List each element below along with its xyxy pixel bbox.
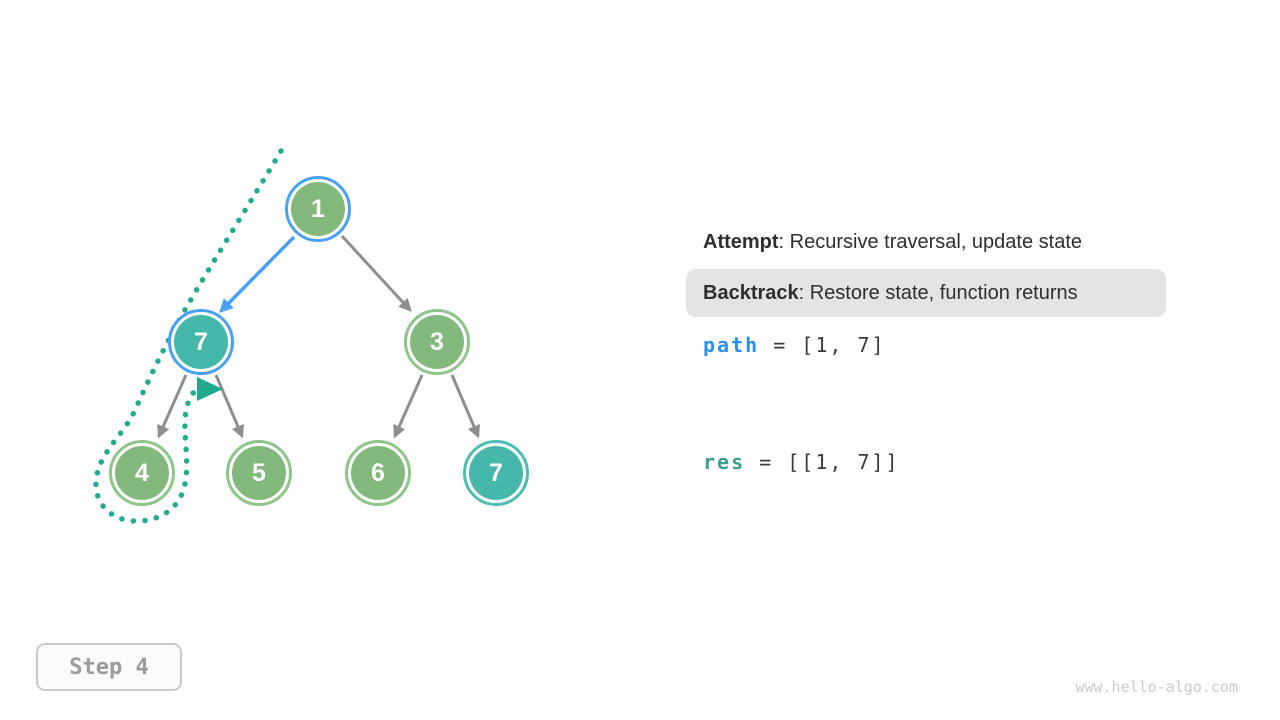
tree-node-1: 1 [285,176,351,242]
path-value: = [1, 7] [759,333,886,357]
traversal-arrowhead-icon [197,377,223,401]
tree-node-5-value: 5 [232,446,286,500]
edge-7-4 [157,374,188,439]
res-variable: res [703,450,746,474]
edge-3-6 [393,374,424,439]
watermark-text: www.hello-algo.com [1075,678,1238,696]
edge-3-7 [450,374,480,439]
tree-node-4: 4 [109,440,175,506]
tree-node-7-left: 7 [168,309,234,375]
attempt-term: Attempt [703,231,779,253]
tree-node-3-value: 3 [410,315,464,369]
step-badge: Step 4 [36,643,182,691]
tree-node-3: 3 [404,309,470,375]
tree-node-1-value: 1 [291,182,345,236]
tree-node-6-value: 6 [351,446,405,500]
edge-1-7-highlighted [219,235,296,313]
edge-7-5 [214,374,244,439]
edge-1-3 [340,234,412,312]
attempt-desc: : Recursive traversal, update state [778,231,1083,253]
path-state-line: path = [1, 7] [703,333,886,357]
tree-node-5: 5 [226,440,292,506]
backtrack-legend-highlight: Backtrack: Restore state, function retur… [686,269,1166,317]
backtrack-desc: : Restore state, function returns [798,281,1078,304]
backtrack-term: Backtrack [703,281,799,304]
tree-node-6: 6 [345,440,411,506]
path-variable: path [703,333,760,357]
step-badge-label: Step 4 [69,654,149,680]
res-value: = [[1, 7]] [745,450,900,474]
tree-node-7-right: 7 [463,440,529,506]
tree-node-7-left-value: 7 [174,315,228,369]
res-state-line: res = [[1, 7]] [703,450,900,474]
tree-node-7-right-value: 7 [469,446,523,500]
attempt-legend-line: Attempt: Recursive traversal, update sta… [703,231,1082,254]
tree-node-4-value: 4 [115,446,169,500]
